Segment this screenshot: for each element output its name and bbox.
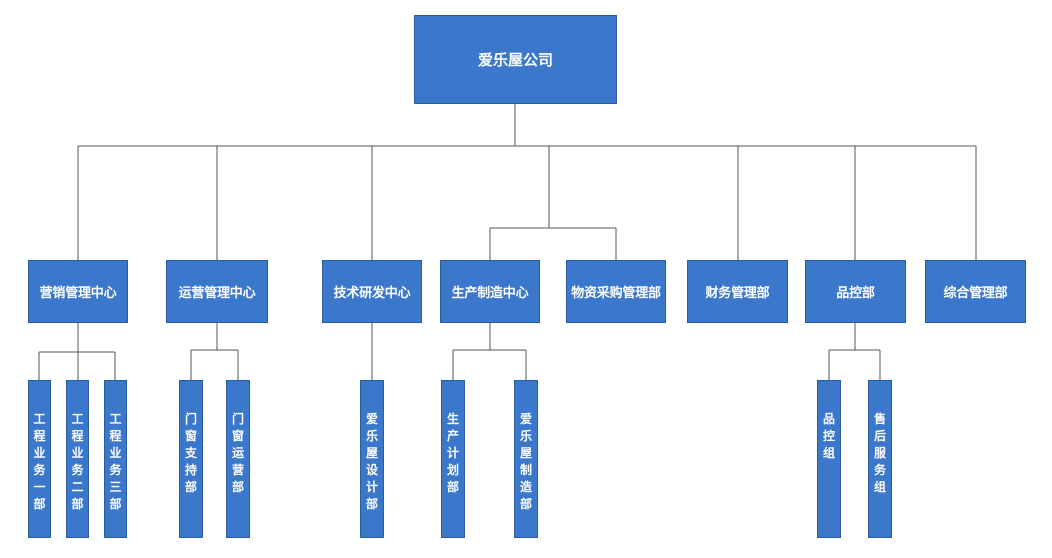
- subunit-production-planning: 生产计划部: [441, 380, 465, 538]
- dept-label: 运营管理中心: [178, 286, 256, 301]
- subunit-engineering-2: 工程业务二部: [66, 380, 89, 538]
- subunit-after-sales: 售后服务组: [868, 380, 892, 538]
- dept-label: 品控部: [836, 286, 875, 301]
- root-label: 爱乐屋公司: [477, 51, 553, 69]
- dept-general-admin: 综合管理部: [925, 260, 1026, 323]
- subunit-label: 爱乐屋设计部: [366, 412, 379, 511]
- dept-procurement: 物资采购管理部: [566, 260, 666, 323]
- dept-label: 营销管理中心: [39, 286, 117, 301]
- subunit-label: 爱乐屋制造部: [520, 412, 533, 511]
- subunit-label: 门窗支持部: [185, 412, 198, 494]
- subunit-label: 工程业务二部: [71, 412, 84, 511]
- subunit-label: 品控组: [823, 412, 836, 460]
- subunit-label: 售后服务组: [874, 412, 887, 494]
- dept-label: 综合管理部: [943, 286, 1008, 301]
- dept-production-center: 生产制造中心: [440, 260, 540, 323]
- dept-label: 生产制造中心: [451, 286, 529, 301]
- dept-label: 物资采购管理部: [571, 286, 661, 301]
- dept-operations-center: 运营管理中心: [166, 260, 268, 323]
- subunit-label: 生产计划部: [447, 412, 460, 494]
- dept-quality-control: 品控部: [805, 260, 906, 323]
- subunit-design: 爱乐屋设计部: [360, 380, 384, 538]
- subunit-label: 门窗运营部: [232, 412, 245, 494]
- subunit-window-support: 门窗支持部: [179, 380, 203, 538]
- subunit-manufacturing: 爱乐屋制造部: [514, 380, 538, 538]
- dept-label: 技术研发中心: [333, 286, 411, 301]
- subunit-engineering-3: 工程业务三部: [104, 380, 127, 538]
- subunit-label: 工程业务三部: [109, 412, 122, 511]
- subunit-label: 工程业务一部: [33, 412, 46, 511]
- dept-marketing-center: 营销管理中心: [28, 260, 128, 323]
- dept-label: 财务管理部: [705, 286, 770, 301]
- dept-finance: 财务管理部: [687, 260, 788, 323]
- subunit-window-operations: 门窗运营部: [226, 380, 250, 538]
- subunit-engineering-1: 工程业务一部: [28, 380, 51, 538]
- root-node: 爱乐屋公司: [414, 15, 617, 104]
- subunit-qc-group: 品控组: [817, 380, 841, 538]
- dept-rnd-center: 技术研发中心: [322, 260, 422, 323]
